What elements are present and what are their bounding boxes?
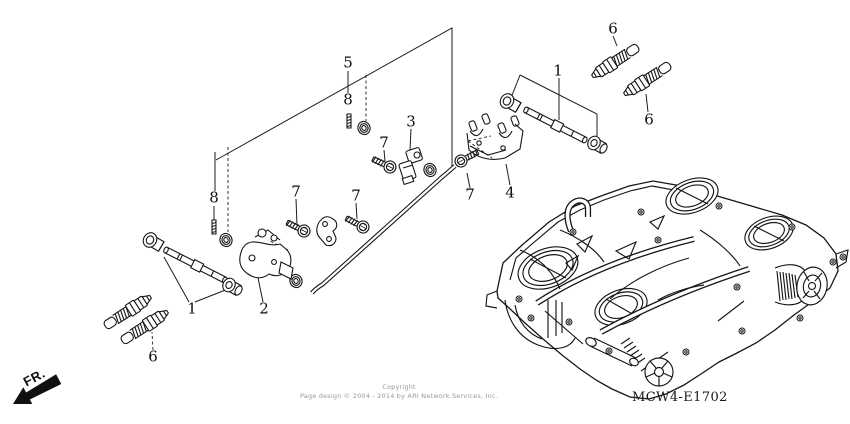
part-link-3: [398, 147, 423, 186]
part-bracket-2: [239, 228, 294, 280]
throttle-pulley: [774, 264, 828, 306]
copyright-line2: Page design © 2004 - 2014 by ARI Network…: [299, 391, 499, 400]
leader-lines: [151, 27, 649, 351]
callout-7[interactable]: 7: [351, 186, 361, 205]
callout-5[interactable]: 5: [343, 53, 353, 72]
throttle-stop-assembly: [585, 337, 674, 387]
fr-direction-arrow: FR.: [13, 366, 62, 404]
part-lever-link: [316, 216, 338, 247]
diagram-code: MCW4-E1702: [632, 390, 728, 405]
callout-3[interactable]: 3: [406, 112, 416, 131]
part-screws-7: [283, 146, 482, 240]
callout-7[interactable]: 7: [379, 133, 389, 152]
part-bracket-4: [466, 113, 524, 160]
callout-8[interactable]: 8: [209, 188, 219, 207]
part-spring-pins: [211, 113, 352, 235]
callout-1[interactable]: 1: [187, 299, 197, 318]
callout-7[interactable]: 7: [291, 182, 301, 201]
callout-6[interactable]: 6: [148, 347, 158, 366]
copyright-line1: Copyright: [382, 383, 416, 391]
copyright-notice: Copyright Page design © 2004 - 2014 by A…: [249, 383, 549, 401]
callout-6[interactable]: 6: [644, 110, 654, 129]
callout-6[interactable]: 6: [608, 19, 618, 38]
callout-8[interactable]: 8: [343, 90, 353, 109]
callout-4[interactable]: 4: [505, 183, 515, 202]
callout-2[interactable]: 2: [259, 299, 269, 318]
callout-1[interactable]: 1: [553, 61, 563, 80]
part-rod-5: [310, 164, 457, 295]
callout-7[interactable]: 7: [465, 185, 475, 204]
throttle-body-assembly-drawing: [485, 177, 849, 400]
